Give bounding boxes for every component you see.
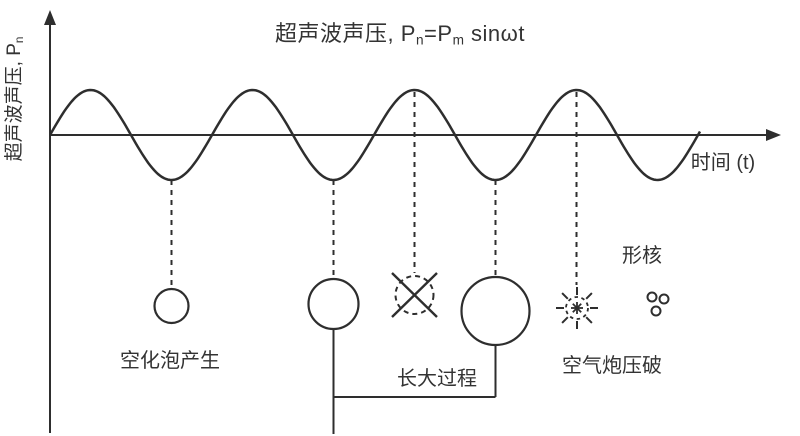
title-mid: =P bbox=[424, 21, 453, 46]
x-axis bbox=[50, 129, 781, 141]
label-growth-process: 长大过程 bbox=[397, 368, 477, 390]
title-sub-m: m bbox=[452, 32, 465, 48]
label-nucleation: 形核 bbox=[622, 245, 662, 267]
label-bubble-generation: 空化泡产生 bbox=[120, 350, 220, 372]
bubble-medium bbox=[307, 277, 360, 331]
burst-star-icon bbox=[556, 287, 598, 329]
bubble-small bbox=[153, 287, 190, 325]
label-bubble-burst: 空气炮压破 bbox=[562, 355, 662, 377]
x-axis-arrow-icon bbox=[766, 129, 781, 141]
y-axis-label-text: 超声波声压, P bbox=[4, 43, 26, 162]
title-sub-n: n bbox=[415, 32, 425, 48]
y-axis-label: 超声波声压, Pn bbox=[4, 0, 27, 209]
y-axis-arrow-icon bbox=[44, 10, 56, 25]
y-axis bbox=[44, 10, 56, 433]
title-suffix: sinωt bbox=[464, 21, 525, 46]
y-axis-sub-n: n bbox=[12, 36, 26, 44]
growth-bracket bbox=[332, 329, 497, 434]
bubble-large bbox=[460, 275, 531, 347]
sine-wave bbox=[48, 88, 702, 182]
nucleation-dots bbox=[646, 291, 670, 317]
diagram-title: 超声波声压, Pn=Pm sinωt bbox=[0, 21, 800, 48]
title-prefix: 超声波声压, P bbox=[275, 21, 416, 46]
cross-line-2 bbox=[391, 272, 438, 318]
x-axis-label: 时间 (t) bbox=[690, 152, 756, 174]
collapsing-bubble-circle bbox=[394, 275, 435, 315]
dashed-drop-lines bbox=[170, 92, 578, 288]
bubble-collapsing bbox=[391, 272, 438, 318]
